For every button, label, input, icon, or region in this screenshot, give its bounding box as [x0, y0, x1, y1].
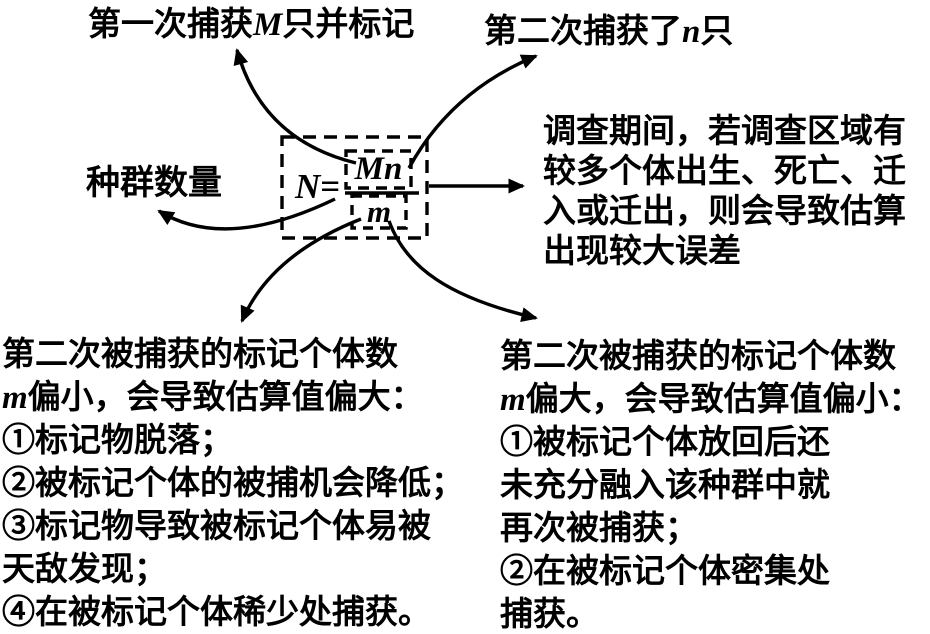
- survey-period-note: 调查期间，若调查区域有较多个体出生、死亡、迁入或迁出，则会导致估算出现较大误差: [543, 114, 906, 270]
- second-capture-label: 第二次捕获了n只: [484, 14, 734, 50]
- formula-lhs: N=: [295, 169, 340, 205]
- arrow-to-m-too-large-note: [387, 220, 538, 323]
- formula-n: N: [295, 167, 321, 206]
- first-capture-label: 第一次捕获M只并标记: [88, 7, 415, 43]
- arrow-to-first-capture-label: [233, 48, 357, 165]
- formula-numerator: Mn: [354, 151, 403, 187]
- formula-denominator: m: [366, 194, 392, 229]
- formula-equals: =: [320, 167, 341, 206]
- arrow-to-m-too-small-note: [240, 217, 362, 323]
- arrow-to-second-capture-label: [407, 54, 538, 169]
- population-size-label: 种群数量: [86, 165, 222, 202]
